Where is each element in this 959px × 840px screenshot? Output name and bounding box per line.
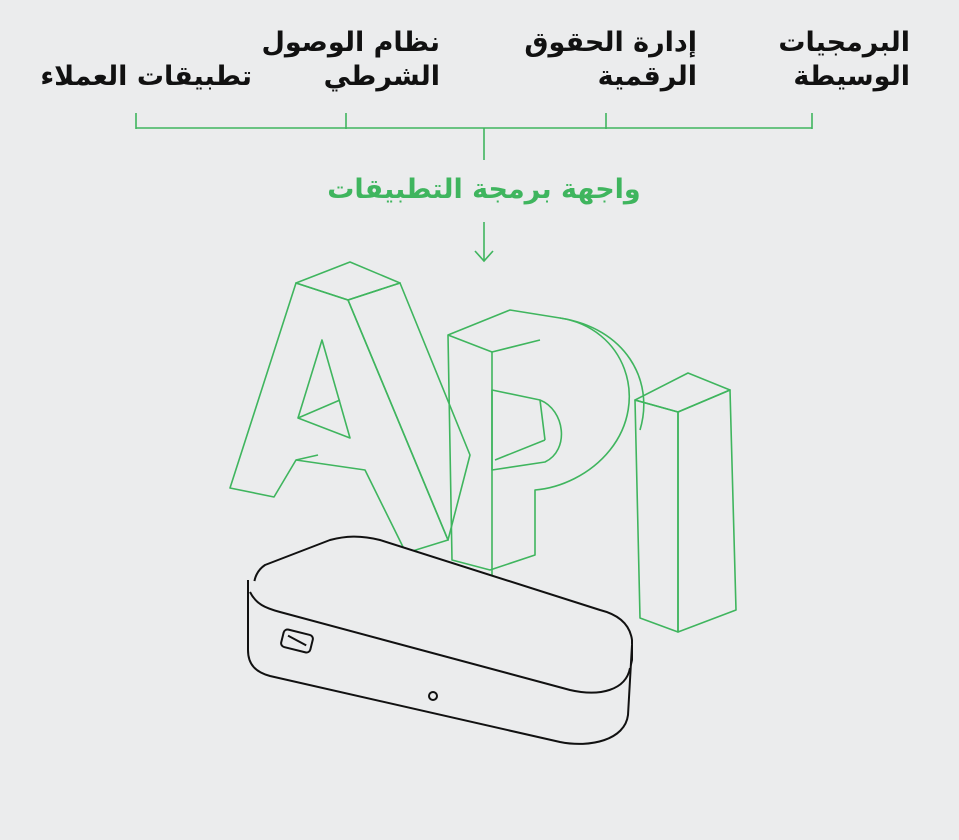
api-caption: واجهة برمجة التطبيقات [300, 172, 668, 208]
label-cas-line-2: الشرطي [323, 61, 440, 92]
letter-p-3d [447, 309, 645, 575]
label-client-apps: تطبيقات العملاء [20, 60, 252, 94]
arrow-down-icon [474, 222, 494, 263]
label-middleware: البرمجيات الوسيطة [760, 26, 910, 94]
label-drm-line-1: إدارة الحقوق [524, 27, 697, 58]
set-top-box-icon [247, 535, 633, 745]
label-client-apps-line-1: تطبيقات العملاء [40, 61, 252, 92]
label-conditional-access: نظام الوصول الشرطي [260, 26, 440, 94]
letter-a-3d [229, 261, 471, 554]
label-drm: إدارة الحقوق الرقمية [500, 26, 697, 94]
bracket-connector [135, 113, 813, 160]
device-top-edge [249, 591, 631, 694]
label-middleware-line-1: البرمجيات [778, 27, 910, 58]
label-middleware-line-2: الوسيطة [793, 61, 910, 92]
usb-port-slot [287, 634, 307, 647]
label-drm-line-2: الرقمية [597, 61, 697, 92]
api-caption-text: واجهة برمجة التطبيقات [327, 174, 641, 205]
label-cas-line-1: نظام الوصول [261, 27, 440, 58]
status-led-icon [428, 691, 438, 701]
device-body [247, 580, 633, 745]
letter-i-3d [634, 372, 737, 633]
